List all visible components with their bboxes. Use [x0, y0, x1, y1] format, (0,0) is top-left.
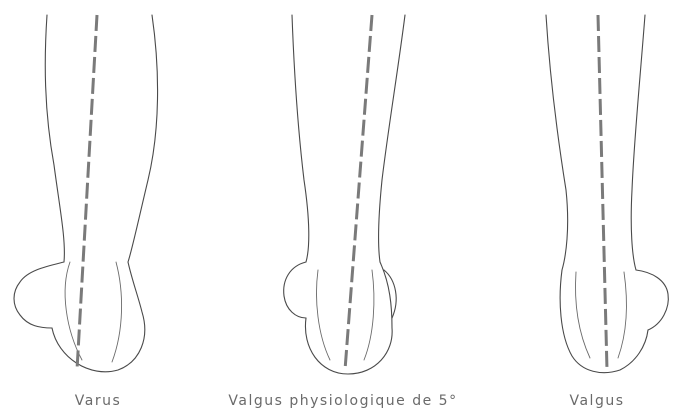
- varus-leg-medial-contour: [45, 15, 64, 262]
- valgus-alignment-axis: [598, 15, 607, 370]
- physio-medial-bulge-contour: [284, 262, 306, 318]
- caption-varus: Varus: [75, 393, 122, 409]
- valgus-heel-fold-left: [576, 272, 590, 358]
- physio-alignment-axis: [345, 15, 372, 370]
- caption-valgus: Valgus: [569, 393, 624, 409]
- varus-heel-fold-right: [112, 262, 122, 362]
- valgus-heel-fold-right: [618, 272, 626, 358]
- valgus-heel-contour: [560, 270, 648, 373]
- varus-alignment-axis: [77, 15, 97, 370]
- varus-foot-drawing: [14, 15, 158, 372]
- valgus-forefoot-contour: [636, 270, 668, 330]
- valgus-leg-medial-contour: [546, 15, 568, 270]
- varus-forefoot-contour: [14, 262, 64, 328]
- varus-leg-lateral-contour: [128, 15, 158, 262]
- physio-foot-drawing: [284, 15, 405, 374]
- physio-heel-fold-left: [317, 270, 331, 360]
- caption-physiological-valgus: Valgus physiologique de 5°: [228, 393, 457, 409]
- physio-leg-medial-contour: [292, 15, 309, 262]
- valgus-leg-lateral-contour: [631, 15, 645, 270]
- physio-leg-lateral-contour: [379, 15, 405, 262]
- valgus-foot-drawing: [546, 15, 668, 373]
- physio-heel-fold-right: [364, 270, 374, 360]
